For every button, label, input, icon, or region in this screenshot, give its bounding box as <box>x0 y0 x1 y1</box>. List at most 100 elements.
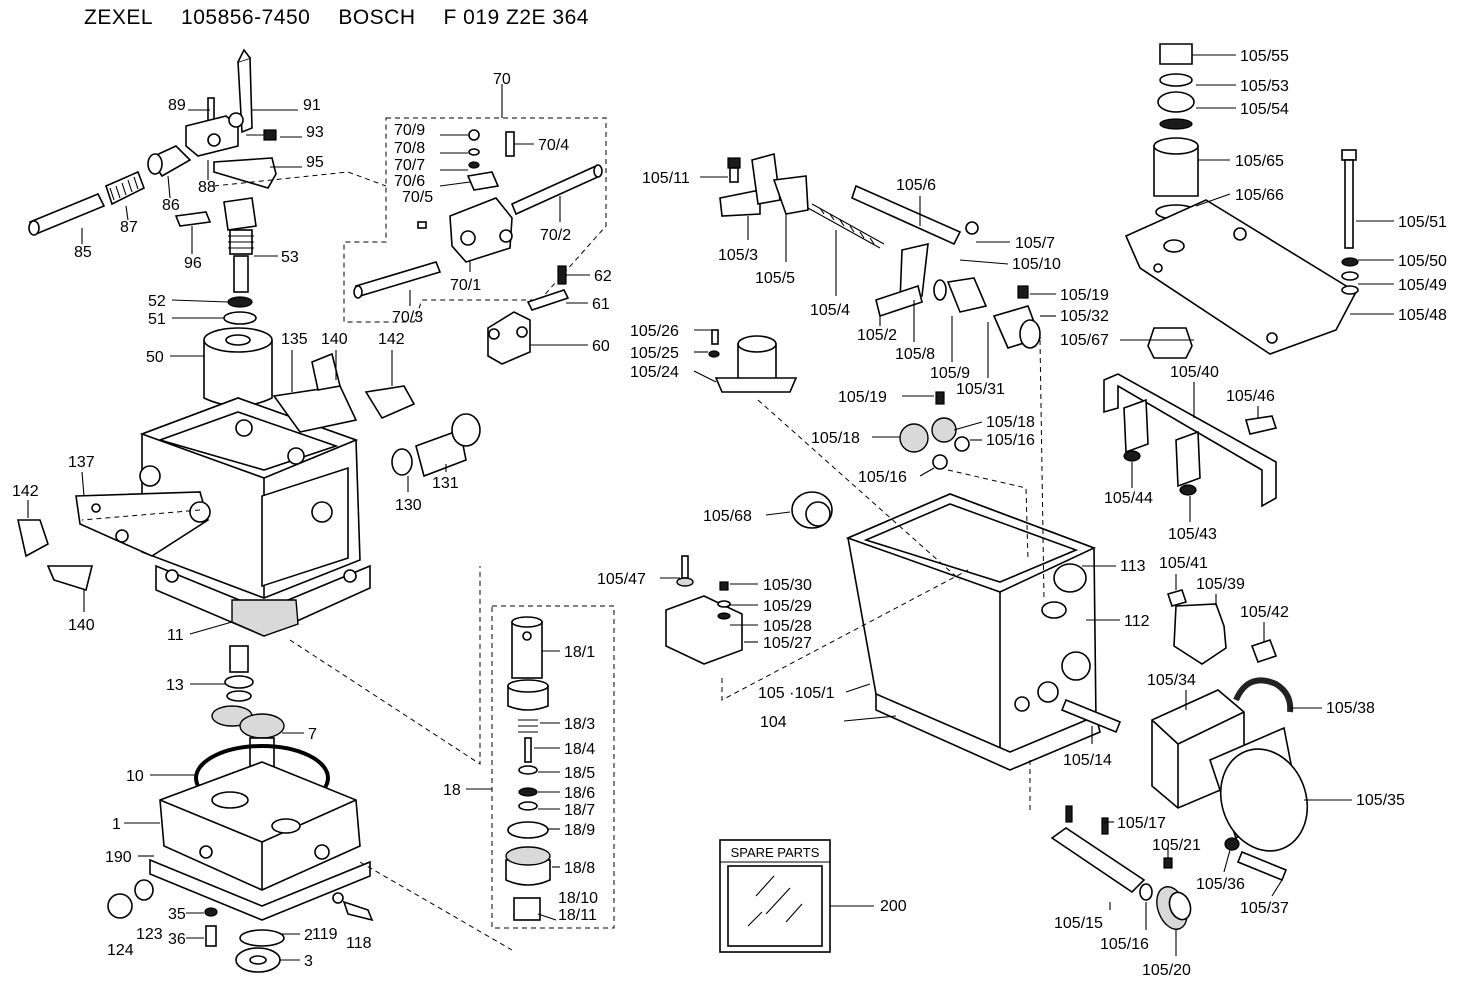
callout-118: 118 <box>346 935 372 952</box>
callout-105-11: 105/11 <box>642 170 690 187</box>
callout-140a: 140 <box>321 331 348 348</box>
callout-105-4: 105/4 <box>810 302 850 319</box>
governor-housing-11 <box>17 352 481 637</box>
callout-105-48: 105/48 <box>1398 307 1447 324</box>
callout-105-21: 105/21 <box>1152 837 1201 854</box>
drive-shaft-group <box>107 645 374 973</box>
callout-105-26: 105/26 <box>630 323 679 340</box>
callout-105-30: 105/30 <box>763 577 812 594</box>
control-housing-104 <box>665 491 1122 771</box>
callout-62: 62 <box>594 268 612 285</box>
callout-10: 10 <box>126 768 144 785</box>
callout-104: 104 <box>760 714 787 731</box>
brand-label: BOSCH <box>338 6 416 29</box>
callout-105-8: 105/8 <box>895 346 935 363</box>
callout-105-24: 105/24 <box>630 364 679 381</box>
callout-200: 200 <box>880 898 907 915</box>
spare-parts-kit: SPARE PARTS <box>719 839 874 953</box>
callout-105-18b: 105/18 <box>811 430 860 447</box>
lever-assembly <box>28 48 277 407</box>
callout-105-9: 105/9 <box>930 365 970 382</box>
callout-105-29: 105/29 <box>763 598 812 615</box>
callout-105-6: 105/6 <box>896 177 936 194</box>
callout-70-5: 70/5 <box>402 189 433 206</box>
callout-105-20: 105/20 <box>1142 962 1191 979</box>
callout-53: 53 <box>281 249 299 266</box>
callout-105-36: 105/36 <box>1196 876 1245 893</box>
callout-18-10: 18/10 <box>558 890 598 907</box>
callout-113: 113 <box>1120 558 1146 575</box>
callout-36: 36 <box>168 931 186 948</box>
callout-119: 119 <box>312 926 338 943</box>
callout-52: 52 <box>148 293 166 310</box>
callout-105-3: 105/3 <box>718 247 758 264</box>
callout-105-15: 105/15 <box>1054 915 1103 932</box>
callout-60: 60 <box>592 338 610 355</box>
callout-105-47: 105/47 <box>597 571 646 588</box>
maker-label: ZEXEL <box>84 6 154 29</box>
callout-105-42: 105/42 <box>1240 604 1289 621</box>
callout-105-17: 105/17 <box>1117 815 1166 832</box>
callout-105-16a: 105/16 <box>986 432 1035 449</box>
callout-95: 95 <box>306 154 324 171</box>
callout-124: 124 <box>107 942 134 959</box>
callout-7: 7 <box>308 726 317 743</box>
callout-105-105-1: 105 ·105/1 <box>758 685 835 702</box>
callout-105-46: 105/46 <box>1226 388 1275 405</box>
callout-70-9: 70/9 <box>394 122 425 139</box>
callout-105-10: 105/10 <box>1012 256 1061 273</box>
callout-105-27: 105/27 <box>763 635 812 652</box>
callout-105-49: 105/49 <box>1398 277 1447 294</box>
callout-93: 93 <box>306 124 324 141</box>
callout-137: 137 <box>68 454 95 471</box>
callout-70-8: 70/8 <box>394 140 425 157</box>
callout-105-44: 105/44 <box>1104 490 1153 507</box>
callout-142b: 142 <box>12 483 39 500</box>
callout-105-51: 105/51 <box>1398 214 1447 231</box>
callout-105-16c: 105/16 <box>1100 936 1149 953</box>
callout-105-19b: 105/19 <box>838 389 887 406</box>
relation-lines <box>81 171 1045 951</box>
assembly-18 <box>491 605 615 929</box>
callout-18-3: 18/3 <box>564 716 595 733</box>
callout-105-2: 105/2 <box>857 327 897 344</box>
callout-105-38: 105/38 <box>1326 700 1375 717</box>
callout-70: 70 <box>493 71 511 88</box>
callout-50: 50 <box>146 349 164 366</box>
callout-11: 11 <box>167 627 184 644</box>
callout-85: 85 <box>74 244 92 261</box>
callout-18-5: 18/5 <box>564 765 595 782</box>
callout-18-11: 18/11 <box>558 907 597 924</box>
callout-190: 190 <box>105 849 132 866</box>
callout-3: 3 <box>304 953 313 970</box>
callout-89: 89 <box>168 97 186 114</box>
callout-87: 87 <box>120 219 138 236</box>
callout-18-8: 18/8 <box>564 860 595 877</box>
callout-105-34: 105/34 <box>1147 672 1196 689</box>
callout-35: 35 <box>168 906 186 923</box>
callout-51: 51 <box>148 311 166 328</box>
callout-105-65: 105/65 <box>1235 153 1284 170</box>
callout-18-6: 18/6 <box>564 785 595 802</box>
callout-105-19a: 105/19 <box>1060 287 1109 304</box>
callout-130: 130 <box>395 497 422 514</box>
callout-105-5: 105/5 <box>755 270 795 287</box>
callout-96: 96 <box>184 255 202 272</box>
callout-70-3: 70/3 <box>392 309 423 326</box>
callout-112: 112 <box>1124 613 1150 630</box>
callout-13: 13 <box>166 677 184 694</box>
callout-105-53: 105/53 <box>1240 78 1289 95</box>
assembly-70 <box>343 84 607 365</box>
callout-123: 123 <box>136 926 163 943</box>
callout-105-25: 105/25 <box>630 345 679 362</box>
callout-86: 86 <box>162 197 180 214</box>
spare-parts-label: SPARE PARTS <box>731 845 820 860</box>
solenoid-and-brackets <box>1103 43 1359 882</box>
callout-105-68: 105/68 <box>703 508 752 525</box>
callout-2: 2 <box>304 927 313 944</box>
callout-105-37: 105/37 <box>1240 900 1289 917</box>
callout-70-4: 70/4 <box>538 137 569 154</box>
leader-lines <box>27 54 1394 961</box>
